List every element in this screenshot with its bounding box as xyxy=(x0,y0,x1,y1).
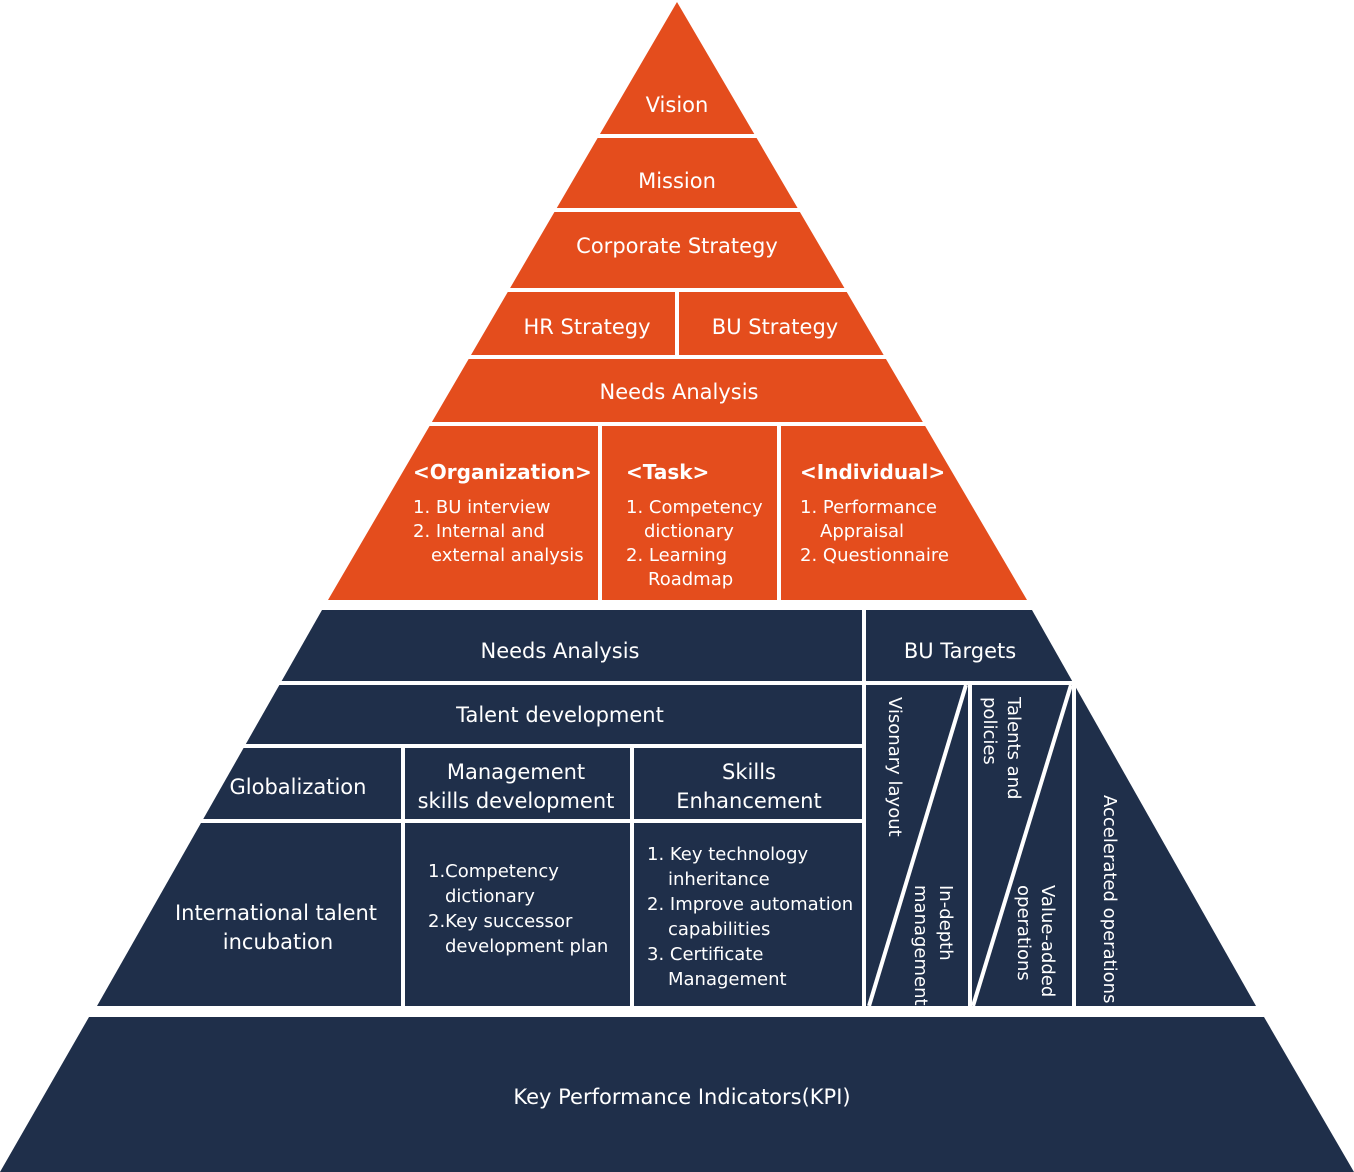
needs-analysis-bottom-label: Needs Analysis xyxy=(480,639,639,663)
task-item: 2. Learning xyxy=(626,545,727,566)
organization-item: 1. BU interview xyxy=(413,497,551,518)
management-item: 1.Competency xyxy=(428,861,559,882)
skills-label: Skills xyxy=(722,760,776,784)
skills-item: 1. Key technology xyxy=(647,844,809,865)
value-added-label: operations xyxy=(1013,885,1034,981)
corporate-strategy-label: Corporate Strategy xyxy=(576,234,778,258)
skills-item: inheritance xyxy=(668,869,770,890)
navy-middle-section xyxy=(97,610,1256,1006)
kpi-label: Key Performance Indicators(KPI) xyxy=(513,1085,850,1109)
visionary-layout-label: Visonary layout xyxy=(884,697,905,837)
bu-targets-label: BU Targets xyxy=(904,639,1016,663)
globalization-label: Globalization xyxy=(230,775,367,799)
in-depth-label: In-depth xyxy=(935,885,956,961)
talents-policies-label: Talents and xyxy=(1003,696,1024,800)
mission-label: Mission xyxy=(638,169,716,193)
task-item: 1. Competency xyxy=(626,497,763,518)
skills-item: 2. Improve automation xyxy=(647,894,853,915)
kpi-base xyxy=(0,1017,1354,1172)
diagonal-talents-value xyxy=(971,684,1073,1007)
management-item: 2.Key successor xyxy=(428,911,573,932)
in-depth-label: management xyxy=(910,885,931,1006)
management-item: dictionary xyxy=(445,886,535,907)
value-added-label: Value-added xyxy=(1037,885,1058,997)
skills-label: Enhancement xyxy=(676,789,821,813)
skills-item: Management xyxy=(668,969,787,990)
task-heading: <Task> xyxy=(626,460,709,484)
organization-item: 2. Internal and xyxy=(413,521,545,542)
skills-item: 3. Certificate xyxy=(647,944,763,965)
individual-heading: <Individual> xyxy=(800,460,945,484)
hr-strategy-label: HR Strategy xyxy=(523,315,650,339)
task-item: Roadmap xyxy=(648,569,733,590)
task-item: dictionary xyxy=(644,521,734,542)
diagonal-visionary-indepth xyxy=(867,684,968,1007)
management-label: Management xyxy=(447,760,585,784)
individual-item: 2. Questionnaire xyxy=(800,545,949,566)
management-item: development plan xyxy=(445,936,608,957)
organization-heading: <Organization> xyxy=(413,460,592,484)
individual-item: 1. Performance xyxy=(800,497,937,518)
international-label: International talent xyxy=(175,901,377,925)
skills-item: capabilities xyxy=(668,919,770,940)
talents-policies-label: policies xyxy=(979,697,1000,765)
organization-item: external analysis xyxy=(431,545,584,566)
management-label: skills development xyxy=(418,789,615,813)
talent-development-label: Talent development xyxy=(455,703,664,727)
vision-label: Vision xyxy=(646,93,709,117)
needs-analysis-top-label: Needs Analysis xyxy=(599,380,758,404)
bu-strategy-label: BU Strategy xyxy=(712,315,838,339)
accelerated-operations-label: Accelerated operations xyxy=(1099,795,1120,1003)
individual-item: Appraisal xyxy=(820,521,904,542)
international-label: incubation xyxy=(223,930,333,954)
